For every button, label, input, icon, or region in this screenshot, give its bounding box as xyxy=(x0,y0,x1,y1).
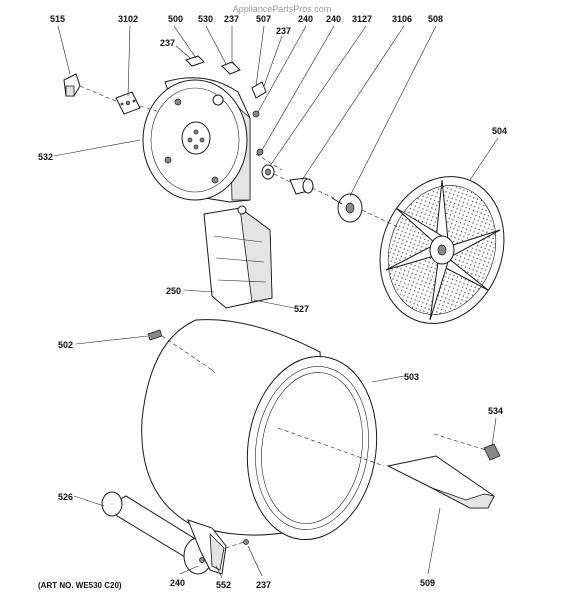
bearing-3106[interactable] xyxy=(289,177,314,195)
art-number: (ART NO. WE530 C20) xyxy=(38,581,122,590)
rear-bulkhead-532[interactable] xyxy=(142,77,251,203)
callout-237d: 237 xyxy=(256,580,271,590)
callout-530: 530 xyxy=(198,14,213,24)
leader-lines xyxy=(53,25,499,579)
callout-532: 532 xyxy=(38,152,53,162)
callout-526: 526 xyxy=(58,492,73,502)
callout-250: 250 xyxy=(166,286,181,296)
callout-3102: 3102 xyxy=(118,14,138,24)
bracket-plate-3102[interactable] xyxy=(115,91,141,115)
watermark-text: AppliancePartsPros.com xyxy=(233,4,332,14)
drum-503[interactable] xyxy=(141,319,388,548)
callout-500: 500 xyxy=(168,14,183,24)
duct-250[interactable] xyxy=(203,205,273,309)
callout-534: 534 xyxy=(488,406,503,416)
callout-552: 552 xyxy=(216,580,231,590)
clip-515[interactable] xyxy=(63,73,81,97)
callout-3106: 3106 xyxy=(392,14,412,24)
bearing-500[interactable] xyxy=(185,55,205,67)
callout-240c: 240 xyxy=(170,578,185,588)
washer-3127[interactable] xyxy=(261,164,275,180)
callout-503: 503 xyxy=(404,372,419,382)
assembly-lines xyxy=(79,85,487,549)
callout-237b: 237 xyxy=(160,38,175,48)
plug-507[interactable] xyxy=(251,81,267,99)
screw-534[interactable] xyxy=(483,443,501,461)
callout-240a: 240 xyxy=(298,14,313,24)
lint-duct-509[interactable] xyxy=(386,455,495,509)
callout-515: 515 xyxy=(50,14,65,24)
callout-527: 527 xyxy=(294,304,309,314)
drum-back-504[interactable] xyxy=(360,159,524,341)
screw-240b[interactable] xyxy=(256,148,264,156)
callout-240b: 240 xyxy=(326,14,341,24)
callout-504: 504 xyxy=(492,126,507,136)
callout-237a: 237 xyxy=(224,14,239,24)
callout-502: 502 xyxy=(58,340,73,350)
callout-507: 507 xyxy=(256,14,271,24)
callout-3127: 3127 xyxy=(352,14,372,24)
callout-237c: 237 xyxy=(276,26,291,36)
callout-509: 509 xyxy=(420,578,435,588)
cover-530[interactable] xyxy=(221,61,241,75)
bracket-552[interactable] xyxy=(187,519,227,575)
screw-237d[interactable] xyxy=(243,539,249,545)
screw-240c[interactable] xyxy=(199,557,205,563)
callout-508: 508 xyxy=(428,14,443,24)
screw-502[interactable] xyxy=(147,329,163,341)
shaft-508[interactable] xyxy=(331,193,363,223)
screw-240a[interactable] xyxy=(252,110,260,118)
